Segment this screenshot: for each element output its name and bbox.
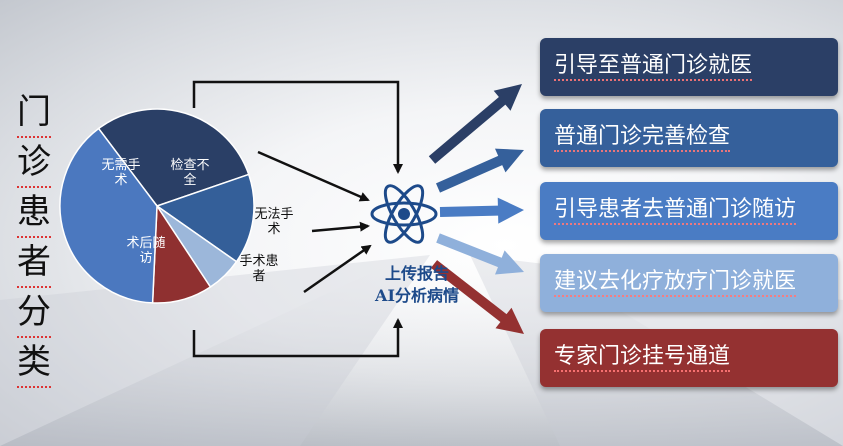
center-label-ai-analysis: AI分析病情 — [375, 286, 459, 305]
vertical-title: 门 诊 患 者 分 类 — [14, 88, 54, 388]
outcome-box-general-clinic: 引导至普通门诊就医 — [540, 38, 838, 96]
top-bracket-connector — [192, 80, 403, 174]
outcome-arrow — [436, 233, 524, 275]
pie-label-inoperable: 无法手术 — [254, 207, 294, 237]
arrow-to-center-2 — [311, 221, 370, 233]
pie-slice-no-surgery-needed — [97, 108, 250, 207]
outcome-box-complete-exam: 普通门诊完善检查 — [540, 109, 838, 167]
center-label-upload: 上传报告 — [384, 264, 449, 283]
title-char: 类 — [17, 338, 51, 388]
outcome-arrow — [430, 260, 524, 334]
pie-label-surgical-patients: 手术患者 — [239, 254, 279, 284]
outcome-label: 普通门诊完善检查 — [554, 124, 731, 152]
pie-label-post-op-followup: 术后随访 — [126, 236, 166, 266]
title-char: 分 — [17, 288, 51, 338]
atom-icon — [370, 184, 438, 244]
pie-slice-incomplete-exam — [155, 173, 255, 263]
pie-label-no-surgery-needed: 无需手术 — [101, 158, 141, 188]
outcome-arrows — [428, 84, 524, 334]
outcome-label: 建议去化疗放疗门诊就医 — [554, 269, 797, 297]
outcome-label: 引导患者去普通门诊随访 — [554, 197, 797, 225]
title-char: 门 — [17, 88, 51, 138]
bottom-bracket-connector — [192, 318, 403, 358]
outcome-arrow — [439, 197, 524, 224]
arrow-to-center-3 — [303, 244, 372, 294]
outcome-arrow — [436, 148, 524, 193]
pie-label-incomplete-exam: 检查不全 — [170, 158, 210, 188]
outcome-label: 专家门诊挂号通道 — [554, 344, 731, 372]
arrow-to-center-1 — [257, 150, 370, 202]
outcome-box-expert-clinic: 专家门诊挂号通道 — [540, 329, 838, 387]
pie-slice-post-op-followup — [59, 127, 158, 304]
outcome-box-chemo-radio: 建议去化疗放疗门诊就医 — [540, 254, 838, 312]
title-char: 诊 — [17, 138, 51, 188]
outcome-label: 引导至普通门诊就医 — [554, 53, 753, 81]
title-char: 者 — [17, 238, 51, 288]
outcome-box-followup: 引导患者去普通门诊随访 — [540, 182, 838, 240]
outcome-arrow — [428, 84, 522, 164]
pie-chart — [59, 108, 255, 304]
title-char: 患 — [17, 188, 51, 238]
